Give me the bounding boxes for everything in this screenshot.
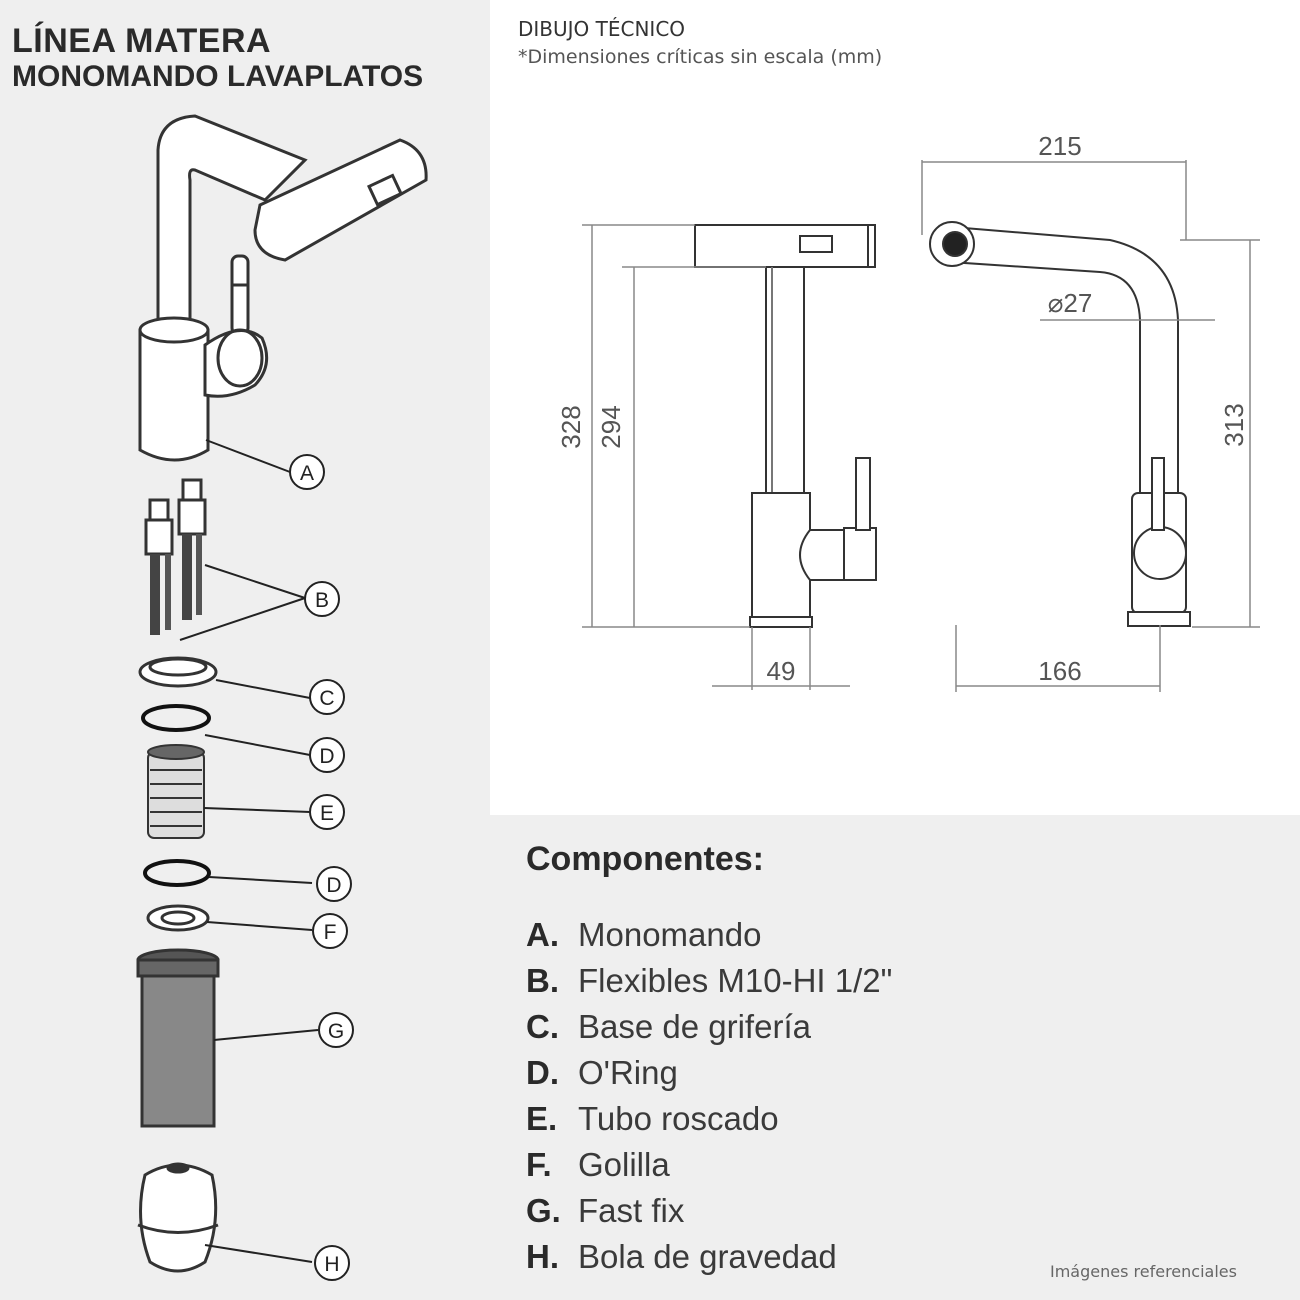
callout-circle <box>309 794 345 830</box>
dim-reach: 215 <box>1038 131 1081 161</box>
callout-circle <box>309 737 345 773</box>
product-line-title: LÍNEA MATERA <box>12 22 272 60</box>
callout-circle <box>312 913 348 949</box>
component-item: F. Golilla <box>526 1142 892 1188</box>
product-name-title: MONOMANDO LAVAPLATOS <box>12 60 424 93</box>
exploded-view-panel <box>0 0 490 1300</box>
component-item: D. O'Ring <box>526 1050 892 1096</box>
faucet-illustration <box>138 114 428 462</box>
callout-circles <box>289 454 354 1281</box>
callout-label-e: E <box>320 802 334 825</box>
gravity-ball-illustration <box>137 1162 219 1273</box>
component-item: B. Flexibles M10-HI 1/2" <box>526 958 892 1004</box>
callout-label-c: C <box>319 687 334 710</box>
front-view-outline <box>694 224 877 628</box>
callout-label-g: G <box>328 1020 344 1043</box>
callout-circle <box>289 454 325 490</box>
component-letter: C. <box>526 1008 559 1045</box>
hoses-illustration <box>144 478 207 635</box>
callout-label-a: A <box>300 462 314 485</box>
side-view-dims <box>921 160 1260 692</box>
component-letter: B. <box>526 962 559 999</box>
component-item: A. Monomando <box>526 912 892 958</box>
component-name: Golilla <box>578 1146 670 1183</box>
oring-illustration <box>141 704 211 732</box>
component-name: Base de grifería <box>578 1008 811 1045</box>
component-letter: A. <box>526 916 559 953</box>
callout-label-f: F <box>324 921 337 944</box>
components-list: A. Monomando B. Flexibles M10-HI 1/2" C. Ba… <box>526 912 892 1280</box>
component-letter: F. <box>526 1146 552 1183</box>
callout-circle <box>318 1012 354 1048</box>
component-letter: E. <box>526 1100 558 1137</box>
reference-footnote: Imágenes referenciales <box>1050 1262 1237 1281</box>
dim-base-width: 49 <box>767 656 796 686</box>
washer-illustration <box>146 904 210 932</box>
component-letter: D. <box>526 1054 559 1091</box>
dim-side-reach: 166 <box>1038 656 1081 686</box>
callout-labels: A B C D E D F G H <box>300 462 344 1276</box>
component-name: Flexibles M10-HI 1/2" <box>578 962 893 999</box>
component-letter: G. <box>526 1192 561 1229</box>
exploded-view-drawing: A B C D E D F G H <box>136 114 428 1281</box>
technical-drawing: 328 294 49 215 ⌀27 313 166 <box>556 131 1260 692</box>
dim-total-height: 328 <box>556 405 586 448</box>
component-name: Fast fix <box>578 1192 685 1229</box>
component-name: Monomando <box>578 916 762 953</box>
callout-circle <box>316 866 352 902</box>
oring-2-illustration <box>143 859 211 887</box>
dim-side-height: 313 <box>1219 403 1249 446</box>
front-view-dims <box>582 224 850 690</box>
dim-spout-height: 294 <box>596 405 626 448</box>
technical-drawing-title: DIBUJO TÉCNICO <box>518 17 686 41</box>
component-name: Bola de gravedad <box>578 1238 837 1275</box>
component-name: O'Ring <box>578 1054 678 1091</box>
technical-drawing-subtitle: *Dimensiones críticas sin escala (mm) <box>518 46 883 68</box>
component-item: H. Bola de gravedad <box>526 1234 892 1280</box>
components-title: Componentes: <box>526 840 764 878</box>
dim-tube-diameter: ⌀27 <box>1048 288 1093 318</box>
threaded-tube-illustration <box>147 744 205 839</box>
component-letter: H. <box>526 1238 559 1275</box>
callout-label-b: B <box>315 589 329 612</box>
component-item: E. Tubo roscado <box>526 1096 892 1142</box>
component-item: G. Fast fix <box>526 1188 892 1234</box>
callout-circle <box>314 1245 350 1281</box>
side-view-outline <box>929 221 1191 627</box>
callout-label-d: D <box>319 745 334 768</box>
base-ring-illustration <box>138 656 218 688</box>
component-name: Tubo roscado <box>578 1100 779 1137</box>
component-item: C. Base de grifería <box>526 1004 892 1050</box>
callout-circle <box>309 679 345 715</box>
callout-circle <box>304 581 340 617</box>
callout-label-d2: D <box>326 874 341 897</box>
fast-fix-illustration <box>136 948 220 1128</box>
callout-leaders <box>179 439 319 1263</box>
components-panel <box>490 815 1300 1300</box>
callout-label-h: H <box>324 1253 339 1276</box>
